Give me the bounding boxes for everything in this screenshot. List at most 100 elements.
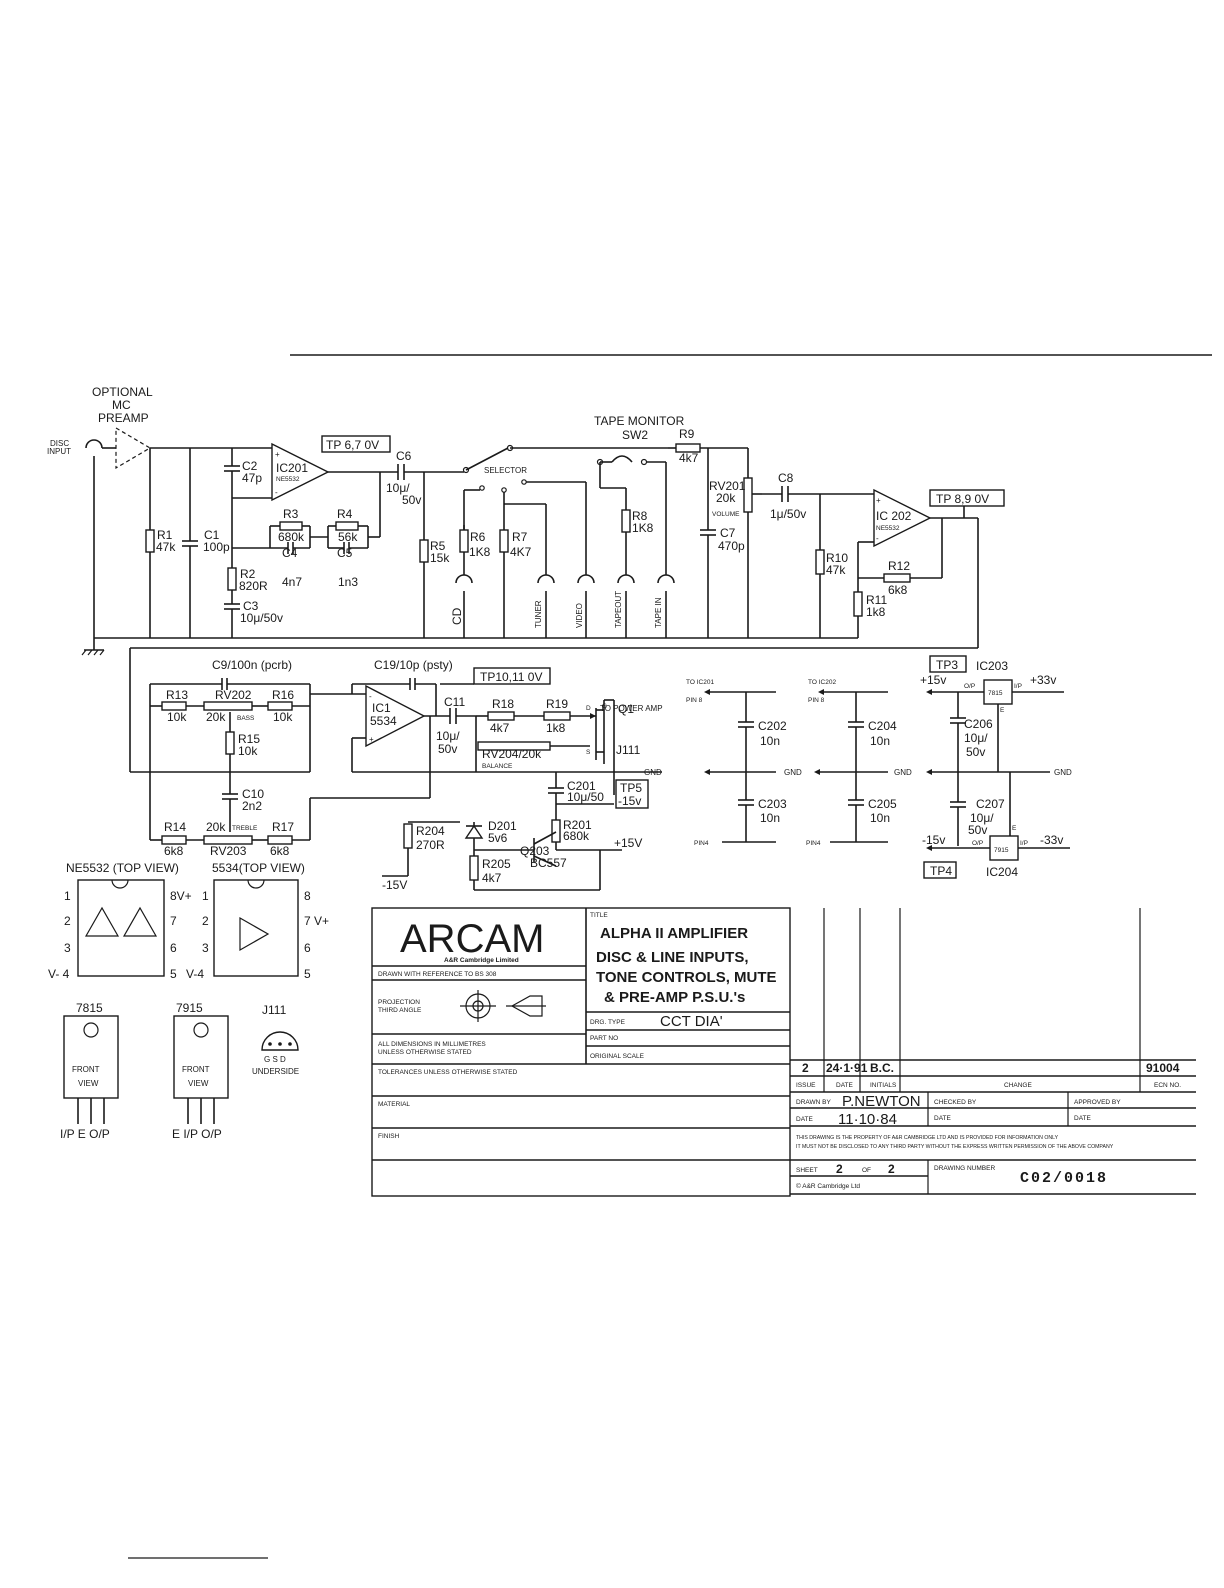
ne5532-pin-1: 1	[64, 889, 71, 903]
n5534-pin-2: 2	[202, 914, 209, 928]
psu-decoupling: TO IC201 PIN 8 C202 10n GND C203 10n PIN…	[686, 655, 1072, 879]
to-power-amp-label: TO POWER AMP	[600, 704, 663, 713]
ic204-ip-label: I/P	[1020, 840, 1028, 847]
r13-value: 10k	[167, 710, 187, 724]
tp5-testpoint	[615, 779, 649, 809]
ground-symbol-icon	[81, 649, 105, 656]
ne5532-pin-3: 3	[64, 941, 71, 955]
disc-input-label-2: INPUT	[47, 447, 71, 456]
r12-label: R12	[888, 559, 910, 573]
ic202-opamp	[873, 488, 932, 548]
r10-resistor	[815, 549, 825, 575]
r205-value: 4k7	[482, 871, 502, 885]
sw2-switch	[611, 455, 633, 463]
r7-label: R7	[512, 530, 528, 544]
part-no-label: PART NO	[590, 1035, 618, 1042]
of-label: OF	[862, 1167, 871, 1174]
ic203-op-label: O/P	[964, 683, 975, 690]
title-block: ARCAM A&R Cambridge Limited DRAWN WITH R…	[371, 907, 1196, 1197]
title-line-2: DISC & LINE INPUTS,	[596, 949, 749, 966]
c8-value: 1μ/50v	[770, 507, 806, 521]
ic201-label: IC201	[276, 461, 308, 475]
tp5-voltage: -15v	[618, 794, 641, 808]
approved-by-label: APPROVED BY	[1074, 1099, 1121, 1106]
projection-label: PROJECTION	[378, 999, 420, 1006]
r6-label: R6	[470, 530, 486, 544]
j111-underside-label: UNDERSIDE	[252, 1067, 299, 1076]
ne5532-pinout-title: NE5532 (TOP VIEW)	[66, 861, 179, 875]
r3-value: 680k	[278, 530, 305, 544]
reg7915-view-label: VIEW	[188, 1079, 209, 1088]
svg-text:-: -	[369, 692, 372, 701]
drg-type-value: CCT DIA'	[660, 1013, 723, 1030]
q1-gate-label: G	[602, 703, 607, 710]
r1-label: R1	[157, 528, 173, 542]
r18-label: R18	[492, 697, 514, 711]
rv202-value: 20k	[206, 710, 226, 724]
d201-value: 5v6	[488, 831, 508, 845]
c203-value: 10n	[760, 811, 780, 825]
rv203-function: TREBLE	[232, 825, 258, 832]
ne5532-pin-7: 7	[170, 914, 177, 928]
ic1-label: IC1	[372, 701, 391, 715]
tape-monitor-label: TAPE MONITOR	[594, 414, 685, 428]
reg7815-pin-labels: I/P E O/P	[60, 1127, 110, 1141]
tp5-label: TP5	[620, 781, 642, 795]
tp67-label: TP 6,7 0V	[326, 438, 379, 452]
tuner-input-label: TUNER	[534, 600, 543, 628]
r14-label: R14	[164, 820, 186, 834]
ne5532-pin-2: 2	[64, 914, 71, 928]
n5534-pin-6: 6	[304, 941, 311, 955]
c2-value: 47p	[242, 471, 262, 485]
reg7915-pin-labels: E I/P O/P	[172, 1127, 222, 1141]
drawn-reference: DRAWN WITH REFERENCE TO BS 308	[378, 971, 497, 978]
r1-resistor	[145, 529, 155, 553]
pin4-label-1: PIN4	[694, 840, 709, 847]
q1-drain-label: D	[586, 705, 591, 712]
reg7815-package	[63, 1015, 119, 1099]
pin8-label-1: PIN 8	[686, 697, 703, 704]
ne5532-pin-5: 5	[170, 967, 177, 981]
n5534-package	[213, 879, 299, 977]
rv201-function: VOLUME	[712, 511, 740, 518]
title-line-1: ALPHA II AMPLIFIER	[600, 925, 748, 942]
r15-resistor	[225, 731, 235, 755]
d201-zener-diode	[464, 824, 484, 839]
c207-value-1: 10μ/	[970, 811, 994, 825]
ecn-column-header: ECN NO.	[1154, 1082, 1181, 1089]
title-block-left-frame	[371, 907, 791, 1197]
company-name: A&R Cambridge Limited	[444, 957, 519, 964]
disc-input-stage: OPTIONAL MC PREAMP DISC INPUT R1 47k C1 …	[47, 385, 1005, 772]
rv203-value: 20k	[206, 820, 226, 834]
r11-value: 1k8	[866, 605, 886, 619]
rv201-value: 20k	[716, 491, 736, 505]
drawn-date-label: DATE	[796, 1116, 814, 1123]
c11-label: C11	[444, 695, 465, 709]
rv202-bass-pot	[203, 701, 253, 711]
r204-value: 270R	[416, 838, 445, 852]
c11-value-1: 10μ/	[436, 729, 460, 743]
r13-resistor	[161, 701, 187, 711]
c207-label: C207	[976, 797, 1005, 811]
c19-label: C19/10p (psty)	[374, 658, 453, 672]
approved-date-label: DATE	[1074, 1115, 1092, 1122]
r19-label: R19	[546, 697, 568, 711]
original-scale-label: ORIGINAL SCALE	[590, 1053, 645, 1060]
r19-resistor	[543, 711, 571, 721]
r15-value: 10k	[238, 744, 258, 758]
pinout-diagrams: NE5532 (TOP VIEW) 1 2 3 V- 4 8V+ 7 6 5 5…	[48, 861, 329, 1141]
tp3-testpoint	[929, 655, 967, 673]
c207-value-2: 50v	[968, 823, 987, 837]
r7-resistor	[499, 529, 509, 553]
reg7815-view-label: VIEW	[78, 1079, 99, 1088]
pin4-label-2: PIN4	[806, 840, 821, 847]
drawing-number-value: C02/0018	[1020, 1170, 1108, 1187]
reg7915-package	[173, 1015, 229, 1099]
reg7915-pinout-title: 7915	[176, 1001, 203, 1015]
r201-value: 680k	[563, 829, 590, 843]
c9-label: C9/100n (pcrb)	[212, 658, 292, 672]
mc-preamp-label-3: PREAMP	[98, 411, 149, 425]
title-line-3: TONE CONTROLS, MUTE	[596, 969, 777, 986]
ic202-label: IC 202	[876, 509, 912, 523]
ne5532-pin-4: V- 4	[48, 967, 70, 981]
